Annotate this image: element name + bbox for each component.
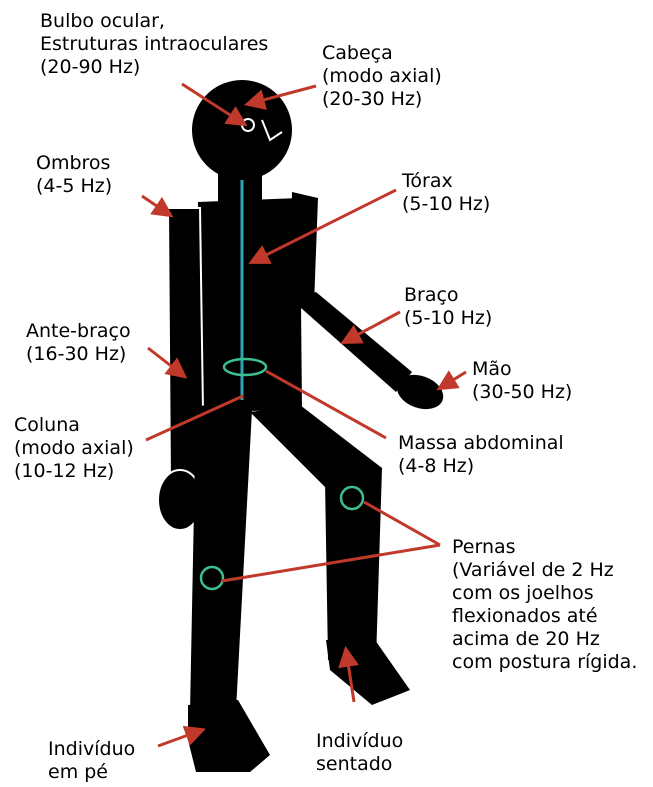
label-legs-line-4: flexionados até (452, 605, 637, 628)
label-shoulders: Ombros (4-5 Hz) (36, 152, 112, 198)
label-seated: Indivíduo sentado (316, 730, 403, 776)
left-leg-shape (190, 405, 252, 712)
arrow-shoulders (142, 196, 170, 215)
label-thorax-line-1: Tórax (402, 170, 490, 193)
label-legs-line-3: com os joelhos (452, 582, 637, 605)
label-abdomen-line-1: Massa abdominal (398, 432, 564, 455)
label-legs-line-5: acima de 20 Hz (452, 628, 637, 651)
label-arm-line-2: (5-10 Hz) (404, 307, 492, 330)
arrow-hand (440, 372, 466, 388)
label-abdomen-line-2: (4-8 Hz) (398, 455, 564, 478)
label-spine-line-3: (10-12 Hz) (14, 460, 134, 483)
label-hand-line-1: Mão (472, 358, 572, 381)
label-forearm-line-1: Ante-braço (26, 320, 131, 343)
label-legs-line-2: (Variável de 2 Hz (452, 559, 637, 582)
label-eye-line-1: Bulbo ocular, (40, 10, 268, 33)
label-eye: Bulbo ocular, Estruturas intraoculares (… (40, 10, 268, 79)
label-standing-line-2: em pé (48, 761, 135, 784)
label-standing: Indivíduo em pé (48, 738, 135, 784)
label-arm: Braço (5-10 Hz) (404, 284, 492, 330)
label-shoulders-line-2: (4-5 Hz) (36, 175, 112, 198)
label-forearm: Ante-braço (16-30 Hz) (26, 320, 131, 366)
label-thorax: Tórax (5-10 Hz) (402, 170, 490, 216)
label-spine-line-1: Coluna (14, 414, 134, 437)
label-arm-line-1: Braço (404, 284, 492, 307)
right-shoulder-shape (290, 192, 318, 305)
label-head-line-2: (modo axial) (322, 65, 442, 88)
right-foot-shape (326, 640, 410, 705)
label-eye-line-2: Estruturas intraoculares (40, 33, 268, 56)
label-legs-line-1: Pernas (452, 536, 637, 559)
label-abdomen: Massa abdominal (4-8 Hz) (398, 432, 564, 478)
left-foot-shape (188, 700, 270, 772)
neck-shape (218, 172, 262, 202)
label-legs-line-6: com postura rígida. (452, 651, 637, 674)
label-standing-line-1: Indivíduo (48, 738, 135, 761)
label-head-line-3: (20-30 Hz) (322, 88, 442, 111)
label-thorax-line-2: (5-10 Hz) (402, 193, 490, 216)
label-head-line-1: Cabeça (322, 42, 442, 65)
label-seated-line-1: Indivíduo (316, 730, 403, 753)
label-shoulders-line-1: Ombros (36, 152, 112, 175)
label-seated-line-2: sentado (316, 753, 403, 776)
torso-shape (196, 198, 302, 412)
label-eye-line-3: (20-90 Hz) (40, 56, 268, 79)
label-spine-line-2: (modo axial) (14, 437, 134, 460)
label-hand-line-2: (30-50 Hz) (472, 381, 572, 404)
right-forearm-shape (292, 292, 412, 392)
label-spine: Coluna (modo axial) (10-12 Hz) (14, 414, 134, 483)
label-head: Cabeça (modo axial) (20-30 Hz) (322, 42, 442, 111)
label-hand: Mão (30-50 Hz) (472, 358, 572, 404)
label-legs: Pernas (Variável de 2 Hz com os joelhos … (452, 536, 637, 674)
label-forearm-line-2: (16-30 Hz) (26, 343, 131, 366)
